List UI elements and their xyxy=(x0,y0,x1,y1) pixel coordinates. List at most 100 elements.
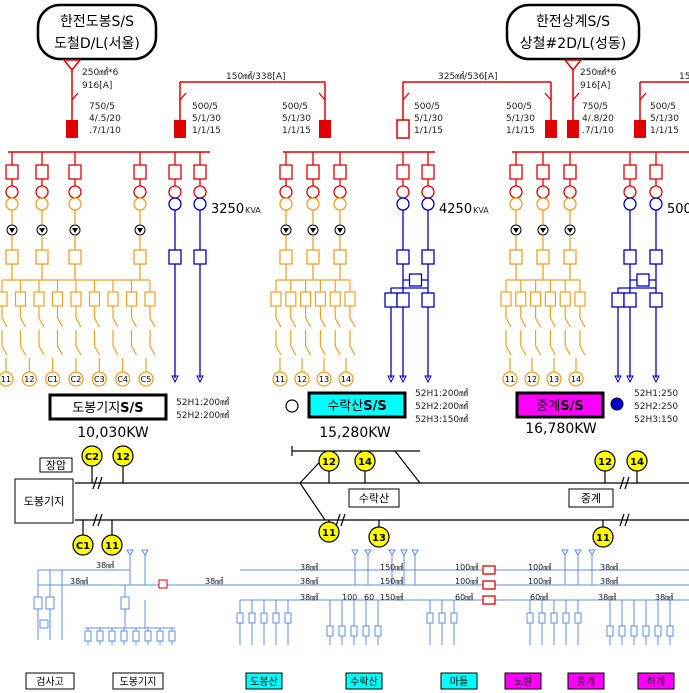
ct-b1: 500/5 xyxy=(192,102,218,112)
svg-text:도봉기지S/S: 도봉기지S/S xyxy=(72,401,143,416)
junggye-kw: 16,780KW xyxy=(525,421,597,437)
feeder-point-marker xyxy=(354,450,376,472)
ct-c2: 5/1/30 xyxy=(282,114,311,124)
src1-amp: 916[A] xyxy=(82,81,112,91)
feeder-circle-label: C1 xyxy=(47,375,58,384)
cable-150-a: 150㎟ xyxy=(380,563,403,572)
feeder-circle xyxy=(68,371,84,387)
cable-38-h: 38㎟ xyxy=(600,577,618,586)
track-section xyxy=(75,446,689,527)
substation-label-junggye: 중계S/S 52H1:250 52H2:250 52H3:150 16,780K… xyxy=(515,389,678,437)
feeder-labels: 250㎟*6 916[A] 150㎟/338[A] 325㎟/536[A] 25… xyxy=(82,67,689,91)
feeder-point-label: 11 xyxy=(322,528,336,539)
station-label-box xyxy=(567,672,605,690)
ct-d3: 1/1/15 xyxy=(414,126,443,136)
ct-c3: 1/1/15 xyxy=(282,126,311,136)
station-label-box xyxy=(345,672,383,690)
cable-100-a: 100㎟ xyxy=(455,563,478,572)
station-label-box xyxy=(245,672,283,690)
src1-cable: 250㎟*6 xyxy=(82,67,119,78)
feeder-circle-label: 11 xyxy=(1,375,11,384)
feeder-circle-label: 14 xyxy=(571,375,581,384)
dobong-kw: 10,030KW xyxy=(77,425,149,441)
feeder-circle-label: C5 xyxy=(141,375,152,384)
feeder-circle xyxy=(115,371,131,387)
label-junggye-track: 중계 xyxy=(581,492,601,505)
cable-n100-v: 100 xyxy=(342,593,357,602)
capacity-dobong: 3250KVA xyxy=(211,202,261,217)
cable-150-b: 150㎟ xyxy=(380,577,403,586)
ct-a1: 750/5 xyxy=(89,102,115,112)
feeder-circle xyxy=(21,371,37,387)
hv-breakers xyxy=(66,119,646,139)
track-labels: 장암 도봉기지 수락산 중계 xyxy=(14,457,614,524)
feeder-point-marker xyxy=(594,450,616,472)
ct-e3: 1/1/15 xyxy=(506,126,535,136)
ct-labels: 750/5 4/.5/20 .7/1/10 500/5 5/1/30 1/1/1… xyxy=(89,102,679,136)
feeder-point-label: 12 xyxy=(116,452,130,463)
ct-c1: 500/5 xyxy=(282,102,308,112)
dobong-h1: 52H1:200㎟ xyxy=(176,397,229,408)
feeder-point-marker xyxy=(101,534,123,556)
tie3-label: 15 xyxy=(679,72,689,82)
feeder-circle-label: C3 xyxy=(94,375,105,384)
feeder-circle-label: 12 xyxy=(24,375,34,384)
ct-a3: .7/1/10 xyxy=(89,126,121,136)
feeder-point-marker xyxy=(368,526,390,548)
cable-labels: 38㎟ 38㎟ 38㎟ 38㎟ 38㎟ 38㎟ 150㎟ 150㎟ 150㎟ 1… xyxy=(70,561,673,602)
junggye-h1: 52H1:250 xyxy=(634,389,678,399)
label-dobong-depot: 도봉기지 xyxy=(24,495,64,508)
cable-100-d: 100㎟ xyxy=(528,577,551,586)
source-sanggye-line2: 상철#2D/L(성동) xyxy=(520,36,626,52)
feeder-circle xyxy=(272,371,288,387)
label-surak-track: 수락산 xyxy=(359,492,389,505)
capacity-labels: 3250KVA 4250KVA 500 xyxy=(211,202,689,217)
ct-e2: 5/1/30 xyxy=(506,114,535,124)
station-label-text: 수락산 xyxy=(350,676,378,688)
substation-label-dobong: 도봉기지S/S 52H1:200㎟ 52H2:200㎟ 10,030KW xyxy=(48,393,229,441)
cable-60-b: 60㎟ xyxy=(530,593,548,602)
feeder-circle-label: C2 xyxy=(71,375,82,384)
cable-n60-v: 60 xyxy=(364,593,374,602)
tie1-label: 150㎟/338[A] xyxy=(226,71,286,82)
ct-g3: 1/1/15 xyxy=(650,126,679,136)
feeder-point-label: C1 xyxy=(76,541,90,552)
feeder-point-marker xyxy=(81,445,103,467)
surak-h1: 52H1:200㎟ xyxy=(415,388,468,399)
hv-switches xyxy=(71,92,647,101)
feeder-circle xyxy=(524,371,540,387)
station-label-box xyxy=(25,672,75,690)
cable-150-c: 150㎟ xyxy=(380,593,403,602)
feeder-circle-label: 13 xyxy=(549,375,559,384)
source-sanggye-line1: 한전상계S/S xyxy=(536,14,610,30)
ct-d1: 500/5 xyxy=(414,102,440,112)
dobong-h2: 52H2:200㎟ xyxy=(176,410,229,421)
ct-f1: 750/5 xyxy=(582,102,608,112)
station-label-text: 도봉산 xyxy=(250,676,278,688)
ct-e1: 500/5 xyxy=(506,102,532,112)
surak-h3: 52H3:150㎟ xyxy=(415,414,468,425)
cable-38-e: 38㎟ xyxy=(300,577,318,586)
feeder-circle-label: 13 xyxy=(319,375,329,384)
feeder-point-marker xyxy=(318,521,340,543)
source-bubble-sanggye: 한전상계S/S 상철#2D/L(성동) xyxy=(505,3,641,61)
surak-kw: 15,280KW xyxy=(319,425,391,441)
station-label-box xyxy=(637,672,675,690)
feeder-point-label: 12 xyxy=(598,457,612,468)
feeder-circle xyxy=(294,371,310,387)
svg-text:수락산S/S: 수락산S/S xyxy=(327,399,386,414)
cable-38-j: 38㎟ xyxy=(655,593,673,602)
cable-38-i: 38㎟ xyxy=(598,593,616,602)
feeder-circle-label: 14 xyxy=(341,375,351,384)
feeder-point-label: C2 xyxy=(85,452,99,463)
source-dobong-line2: 도철D/L(서울) xyxy=(54,36,140,52)
station-label-text: 중계 xyxy=(577,676,595,688)
feeder-point-marker xyxy=(112,445,134,467)
cable-100-b: 100㎟ xyxy=(455,577,478,586)
feeder-point-label: 11 xyxy=(105,541,119,552)
